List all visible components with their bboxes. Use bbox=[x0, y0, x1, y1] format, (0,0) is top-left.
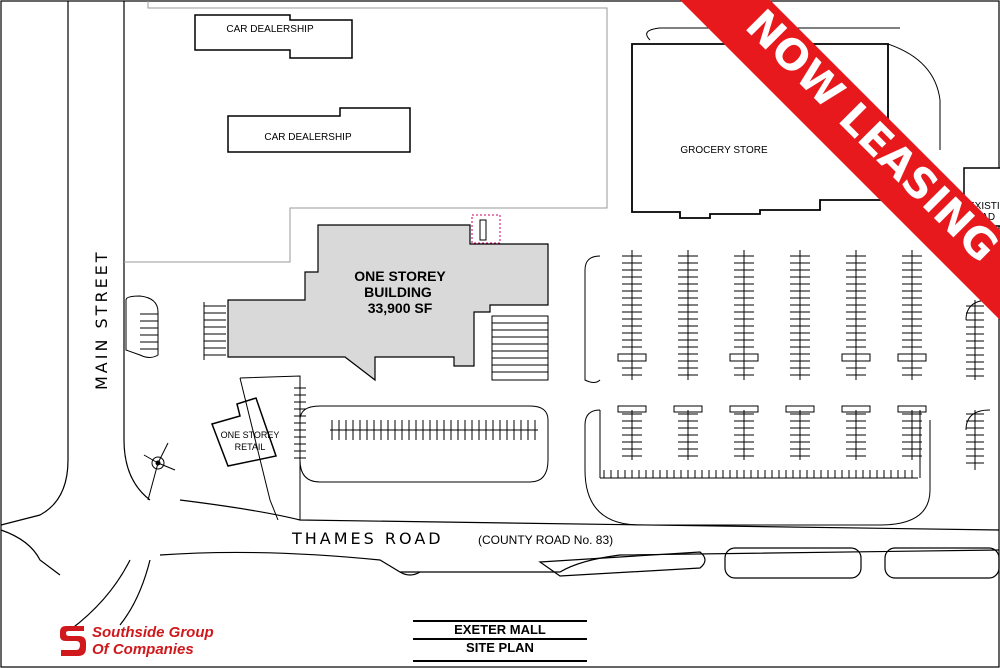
one-storey-building: ONE STOREY BUILDING 33,900 SF bbox=[227, 214, 549, 382]
logo-line2: Of Companies bbox=[92, 641, 194, 658]
thames-road-label: THAMES ROAD bbox=[291, 529, 444, 548]
parking-divider bbox=[785, 405, 815, 413]
one-storey-retail: ONE STOREY RETAIL bbox=[211, 397, 280, 467]
main-street-label: MAIN STREET bbox=[92, 249, 111, 390]
car-dealership-2-label: CAR DEALERSHIP bbox=[264, 132, 352, 143]
retail-line1: ONE STOREY bbox=[221, 430, 280, 440]
parking-island bbox=[125, 295, 159, 358]
parking-divider bbox=[841, 405, 871, 413]
southside-logo: Southside Group Of Companies bbox=[58, 622, 248, 660]
building-name-line2: BUILDING bbox=[364, 284, 432, 300]
parking-island bbox=[299, 382, 549, 483]
retail-driveway bbox=[239, 377, 279, 521]
parking-island bbox=[299, 405, 321, 421]
parking-divider bbox=[729, 405, 759, 413]
parking-divider bbox=[673, 405, 703, 413]
thames-road bbox=[159, 499, 1000, 576]
car-dealership-1-label: CAR DEALERSHIP bbox=[226, 24, 314, 35]
parking-island bbox=[584, 255, 601, 383]
county-road-label: (COUNTY ROAD No. 83) bbox=[478, 533, 613, 547]
car-dealership-1: CAR DEALERSHIP bbox=[194, 14, 353, 59]
parking-divider bbox=[617, 405, 647, 413]
title-line2: SITE PLAN bbox=[466, 640, 534, 655]
parking-divider bbox=[617, 353, 647, 362]
logo-line1: Southside Group bbox=[92, 624, 214, 641]
parking-divider bbox=[897, 405, 927, 413]
parking-island bbox=[239, 375, 301, 520]
grocery-store-label: GROCERY STORE bbox=[680, 145, 768, 156]
retail-line2: RETAIL bbox=[235, 442, 266, 452]
north-arrow-icon bbox=[143, 442, 176, 501]
logo-text: Southside Group Of Companies bbox=[92, 624, 214, 658]
building-name-line1: ONE STOREY bbox=[354, 268, 446, 284]
parking-divider bbox=[841, 353, 871, 362]
parking-divider bbox=[897, 353, 927, 362]
parking-divider bbox=[729, 353, 759, 362]
car-dealership-2: CAR DEALERSHIP bbox=[227, 107, 411, 153]
parking-island bbox=[584, 409, 931, 526]
site-plan-title: EXETER MALL SITE PLAN bbox=[413, 620, 587, 662]
main-street-road bbox=[0, 1, 151, 631]
parking-lot bbox=[125, 250, 991, 526]
title-line1: EXETER MALL bbox=[413, 622, 587, 640]
existing-line1: EXISTIN bbox=[968, 201, 1000, 212]
building-area: 33,900 SF bbox=[368, 300, 433, 316]
southside-s-logo-icon bbox=[60, 626, 86, 656]
parking-island bbox=[491, 315, 549, 381]
